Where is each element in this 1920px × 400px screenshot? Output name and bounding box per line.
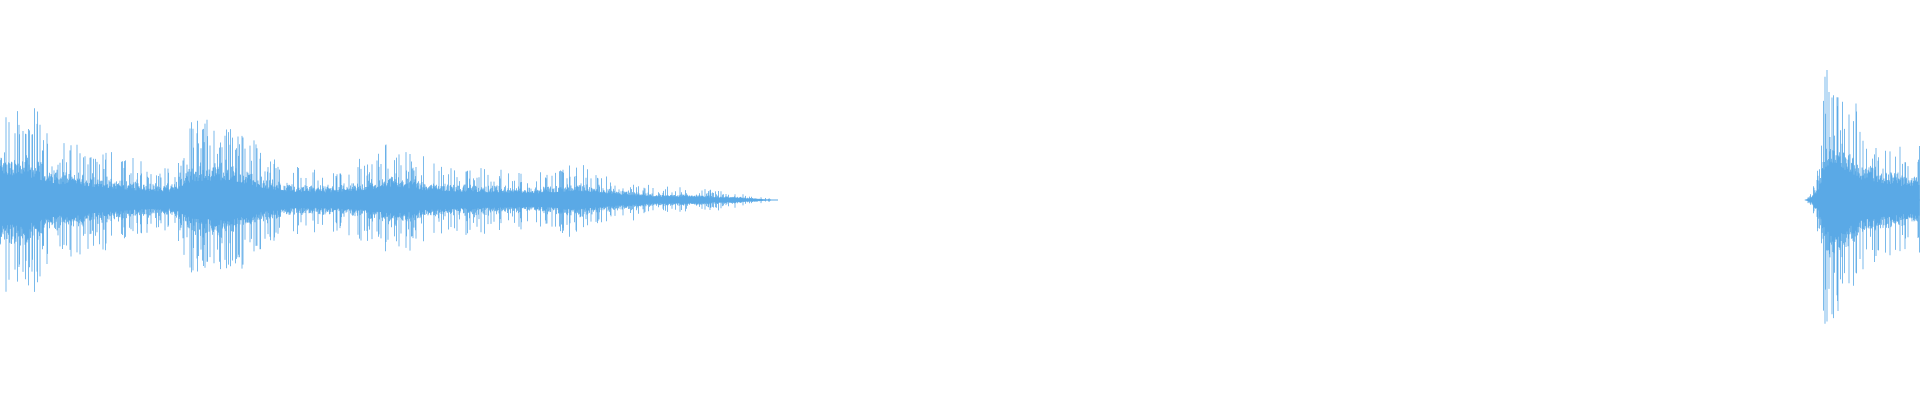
waveform-clip-2 [1804,70,1920,324]
waveform-group [0,70,1920,324]
waveform-clip-1 [0,108,778,292]
